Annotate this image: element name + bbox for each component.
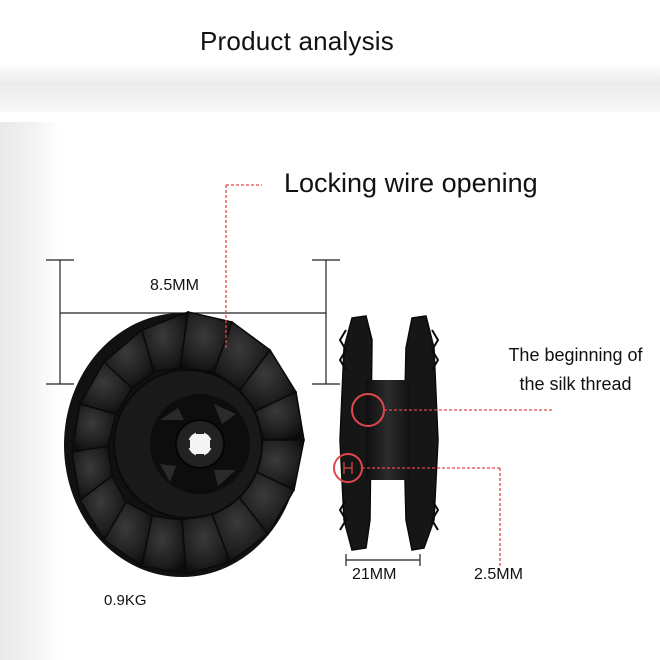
wire-spool-front-view-icon <box>64 310 305 577</box>
header-band <box>0 0 660 112</box>
silk-thread-label-line1: The beginning of <box>508 345 643 365</box>
width-dimension <box>46 259 340 385</box>
thickness-label: 21MM <box>352 566 397 583</box>
thickness-dimension <box>345 554 421 566</box>
wire-spool-side-view-icon <box>338 315 440 551</box>
locking-wire-opening-label: Locking wire opening <box>284 168 538 198</box>
silk-thread-marker <box>351 393 385 427</box>
silk-thread-label: The beginning of the silk thread <box>488 341 660 399</box>
page-title: Product analysis <box>200 26 394 56</box>
rim-label: 2.5MM <box>474 566 523 583</box>
annotation-lines <box>225 184 552 566</box>
rim-marker-ticks <box>343 462 353 474</box>
panel-shade <box>0 122 60 660</box>
width-label: 8.5MM <box>150 277 199 294</box>
silk-thread-label-line2: the silk thread <box>519 374 632 394</box>
weight-label: 0.9KG <box>104 592 147 609</box>
rim-marker <box>333 453 363 483</box>
